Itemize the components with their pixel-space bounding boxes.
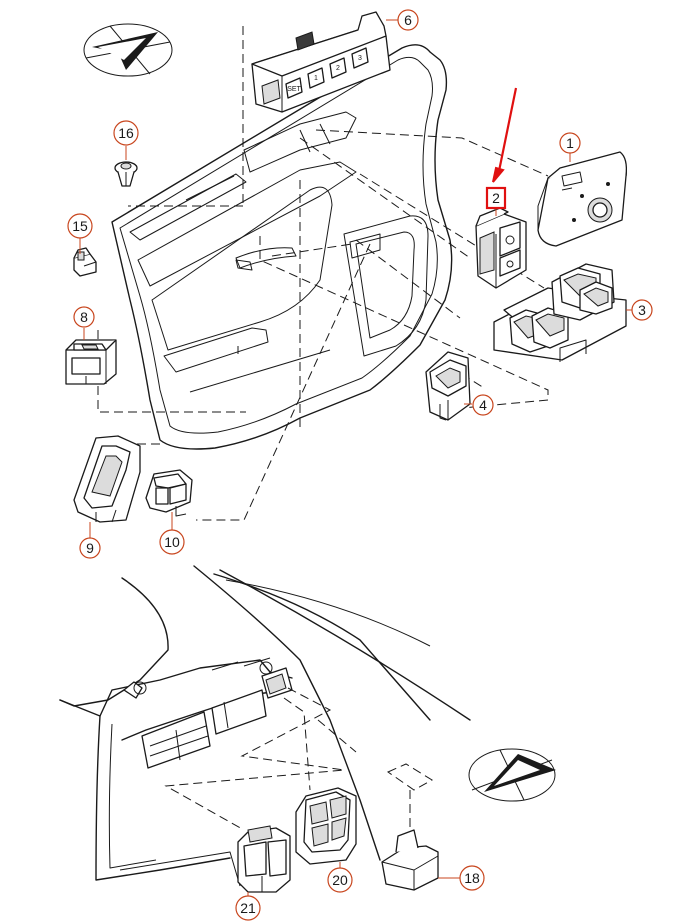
lower-dashboard-section bbox=[59, 565, 471, 887]
switch-part10 bbox=[145, 469, 193, 517]
svg-text:18: 18 bbox=[464, 870, 480, 886]
memory-key-set-label: SET bbox=[287, 86, 301, 93]
svg-text:20: 20 bbox=[332, 872, 348, 888]
callout-2-highlighted: 2 bbox=[485, 186, 507, 210]
window-switch-part4 bbox=[425, 351, 471, 421]
memory-seat-switch-part6: SET 1 2 3 bbox=[251, 11, 391, 113]
svg-text:15: 15 bbox=[72, 218, 88, 234]
svg-text:10: 10 bbox=[164, 534, 180, 550]
callout-1: 1 bbox=[559, 132, 581, 154]
callout-8: 8 bbox=[73, 306, 95, 328]
callout-3: 3 bbox=[631, 299, 653, 321]
cover-part18 bbox=[381, 829, 439, 891]
svg-text:3: 3 bbox=[638, 302, 646, 318]
lower-assembly-dashed-lines bbox=[164, 687, 433, 840]
svg-text:9: 9 bbox=[86, 540, 94, 556]
svg-text:21: 21 bbox=[240, 900, 256, 916]
svg-text:6: 6 bbox=[404, 12, 412, 28]
callout-16: 16 bbox=[113, 120, 139, 146]
callout-21: 21 bbox=[235, 895, 261, 921]
headlight-switch-part1 bbox=[537, 151, 628, 247]
connector-part15 bbox=[73, 247, 97, 277]
switch-part21 bbox=[237, 825, 291, 893]
callout-4: 4 bbox=[472, 394, 494, 416]
callout-10: 10 bbox=[159, 529, 185, 555]
memory-key-3-label: 3 bbox=[358, 55, 362, 62]
door-trim-panel bbox=[111, 44, 453, 450]
door-handle-bezel-part9 bbox=[73, 435, 141, 523]
highlight-arrow-icon bbox=[492, 87, 518, 183]
svg-text:2: 2 bbox=[492, 190, 500, 206]
clip-part16 bbox=[114, 161, 138, 187]
window-switch-module-part3 bbox=[493, 263, 627, 362]
callout-6: 6 bbox=[397, 9, 419, 31]
callout-18: 18 bbox=[459, 865, 485, 891]
memory-key-1-label: 1 bbox=[314, 75, 318, 82]
switch-part8 bbox=[65, 339, 117, 385]
svg-text:4: 4 bbox=[479, 397, 487, 413]
memory-key-2-label: 2 bbox=[336, 65, 340, 72]
svg-text:16: 16 bbox=[118, 125, 134, 141]
svg-text:1: 1 bbox=[566, 135, 574, 151]
svg-text:8: 8 bbox=[80, 309, 88, 325]
orientation-arrow-icon-bottom bbox=[468, 748, 556, 802]
mirror-adjust-switch-part2 bbox=[475, 207, 527, 289]
callout-leaders bbox=[79, 19, 632, 898]
switch-panel-part20 bbox=[295, 787, 357, 865]
callout-15: 15 bbox=[67, 213, 93, 239]
callout-9: 9 bbox=[79, 537, 101, 559]
callout-20: 20 bbox=[327, 867, 353, 893]
orientation-arrow-icon-top bbox=[83, 23, 173, 77]
